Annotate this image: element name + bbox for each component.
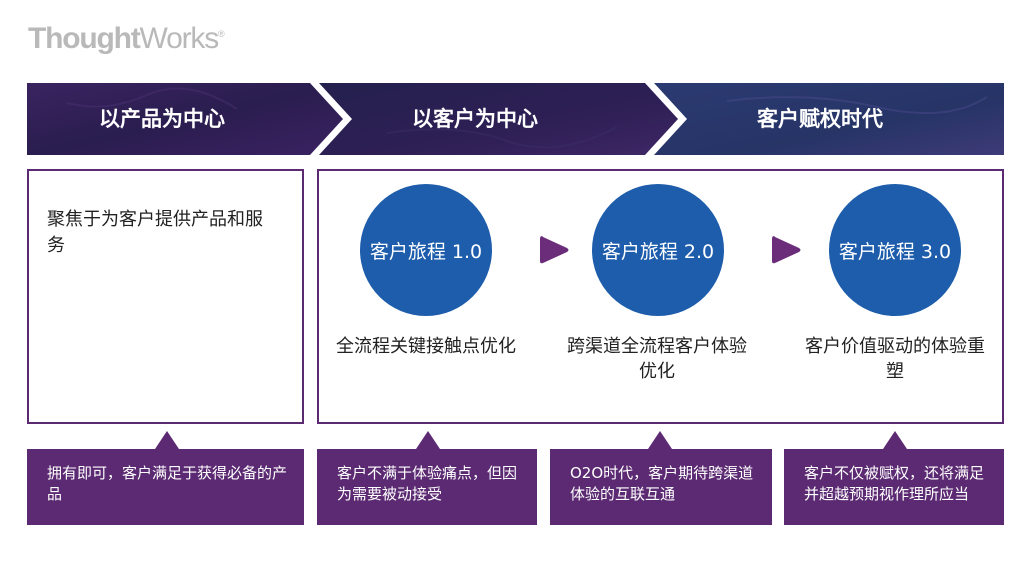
stage-label-customer: 以客户为中心 bbox=[412, 107, 538, 131]
callout-pointer bbox=[416, 431, 440, 449]
callout-text-2: 客户不满于体验痛点，但因为需要被动接受 bbox=[337, 464, 518, 503]
callout-text-4: 客户不仅被赋权，还将满足并超越预期视作理所应当 bbox=[804, 464, 985, 503]
callout-journey-1: 客户不满于体验痛点，但因为需要被动接受 bbox=[317, 449, 537, 525]
stage-segment-1 bbox=[27, 83, 343, 155]
journey-desc-3: 客户价值驱动的体验重塑 bbox=[805, 336, 985, 382]
callout-text-1: 拥有即可，客户满足于获得必备的产品 bbox=[47, 464, 288, 503]
thoughtworks-logo: ThoughtWorks® bbox=[28, 22, 225, 56]
stage-segment-3 bbox=[654, 83, 1004, 155]
callout-product: 拥有即可，客户满足于获得必备的产品 bbox=[27, 449, 304, 525]
logo-light: Works bbox=[139, 22, 220, 55]
play-arrow-icon bbox=[540, 236, 569, 264]
callout-pointer bbox=[883, 431, 907, 449]
product-focus-text: 聚焦于为客户提供产品和服务 bbox=[47, 209, 263, 256]
journey-circle-3: 客户旅程 3.0 bbox=[829, 184, 961, 316]
callout-text-3: O2O时代，客户期待跨渠道体验的互联互通 bbox=[570, 464, 754, 503]
journey-desc-1: 全流程关键接触点优化 bbox=[336, 336, 516, 357]
journey-title-3: 客户旅程 3.0 bbox=[838, 240, 952, 263]
journey-circle-1: 客户旅程 1.0 bbox=[360, 184, 492, 316]
journey-desc-2: 跨渠道全流程客户体验优化 bbox=[567, 336, 747, 382]
logo-mark: ® bbox=[218, 29, 225, 39]
stage-banner bbox=[27, 83, 1004, 155]
stage-segment-2 bbox=[319, 83, 678, 155]
stage-label-product: 以产品为中心 bbox=[99, 107, 225, 131]
logo-bold: Thought bbox=[28, 22, 141, 55]
stage-label-empowered: 客户赋权时代 bbox=[757, 107, 883, 131]
journey-title-1: 客户旅程 1.0 bbox=[369, 240, 483, 263]
play-arrow-icon bbox=[772, 236, 801, 264]
callout-journey-3: 客户不仅被赋权，还将满足并超越预期视作理所应当 bbox=[784, 449, 1004, 525]
callout-pointer bbox=[155, 431, 179, 449]
journey-circle-2: 客户旅程 2.0 bbox=[592, 184, 724, 316]
callout-journey-2: O2O时代，客户期待跨渠道体验的互联互通 bbox=[550, 449, 772, 525]
callout-pointer bbox=[648, 431, 672, 449]
journey-title-2: 客户旅程 2.0 bbox=[601, 240, 715, 263]
product-focus-box bbox=[27, 169, 304, 424]
